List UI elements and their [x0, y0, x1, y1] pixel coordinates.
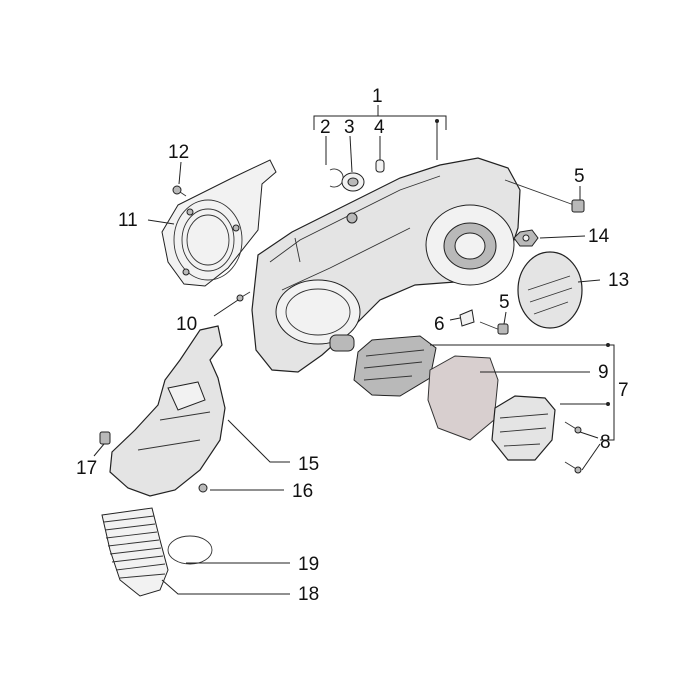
- callout-13: 13: [608, 270, 629, 291]
- screw-16-part: [198, 483, 208, 493]
- callout-16: 16: [292, 481, 313, 502]
- screw-8b-part: [564, 461, 582, 474]
- callout-9: 9: [598, 362, 609, 383]
- filter-cover-part: [491, 395, 556, 461]
- callout-17: 17: [76, 458, 97, 479]
- nut-14-part: [513, 229, 539, 247]
- callout-8: 8: [600, 432, 611, 453]
- screw-12-part: [172, 185, 187, 197]
- callout-1: 1: [372, 86, 383, 107]
- callout-3: 3: [344, 117, 355, 138]
- callout-18: 18: [298, 584, 319, 605]
- callout-10: 10: [176, 314, 197, 335]
- callout-12: 12: [168, 142, 189, 163]
- gasket-plate-part: [161, 159, 277, 287]
- filter-foam-9-part: [427, 355, 499, 441]
- callout-7: 7: [618, 380, 629, 401]
- callout-11: 11: [118, 210, 138, 231]
- callout-5b: 5: [499, 292, 510, 313]
- intake-duct-15-part: [109, 325, 226, 497]
- callout-19: 19: [298, 554, 319, 575]
- callout-6: 6: [434, 314, 445, 335]
- leader-lines: [93, 105, 615, 595]
- transmission-cover-part: [251, 157, 521, 373]
- bolt-5a-part: [504, 179, 585, 213]
- callout-15: 15: [298, 454, 319, 475]
- dowel-pin-4-part: [375, 159, 385, 173]
- hose-18-part: [101, 507, 169, 597]
- circlip-2-part: [329, 168, 344, 188]
- callout-5a: 5: [574, 166, 585, 187]
- hose-clamp-19-part: [167, 535, 213, 565]
- callout-labels: 1 2 3 4 5 5 6 7 8 9 10 11 12 13 14 15 16…: [76, 86, 629, 605]
- cap-13-part: [517, 251, 583, 329]
- callout-2: 2: [320, 117, 331, 138]
- clip-6-part: [459, 309, 475, 327]
- bolt-5b-part: [479, 321, 509, 335]
- screw-10-part: [236, 291, 251, 302]
- callout-14: 14: [588, 226, 610, 247]
- screw-8a-part: [564, 421, 582, 434]
- air-filter-housing-part: [353, 335, 437, 397]
- clip-17-part: [99, 431, 111, 445]
- bearing-3-part: [341, 172, 365, 192]
- callout-4: 4: [374, 117, 385, 138]
